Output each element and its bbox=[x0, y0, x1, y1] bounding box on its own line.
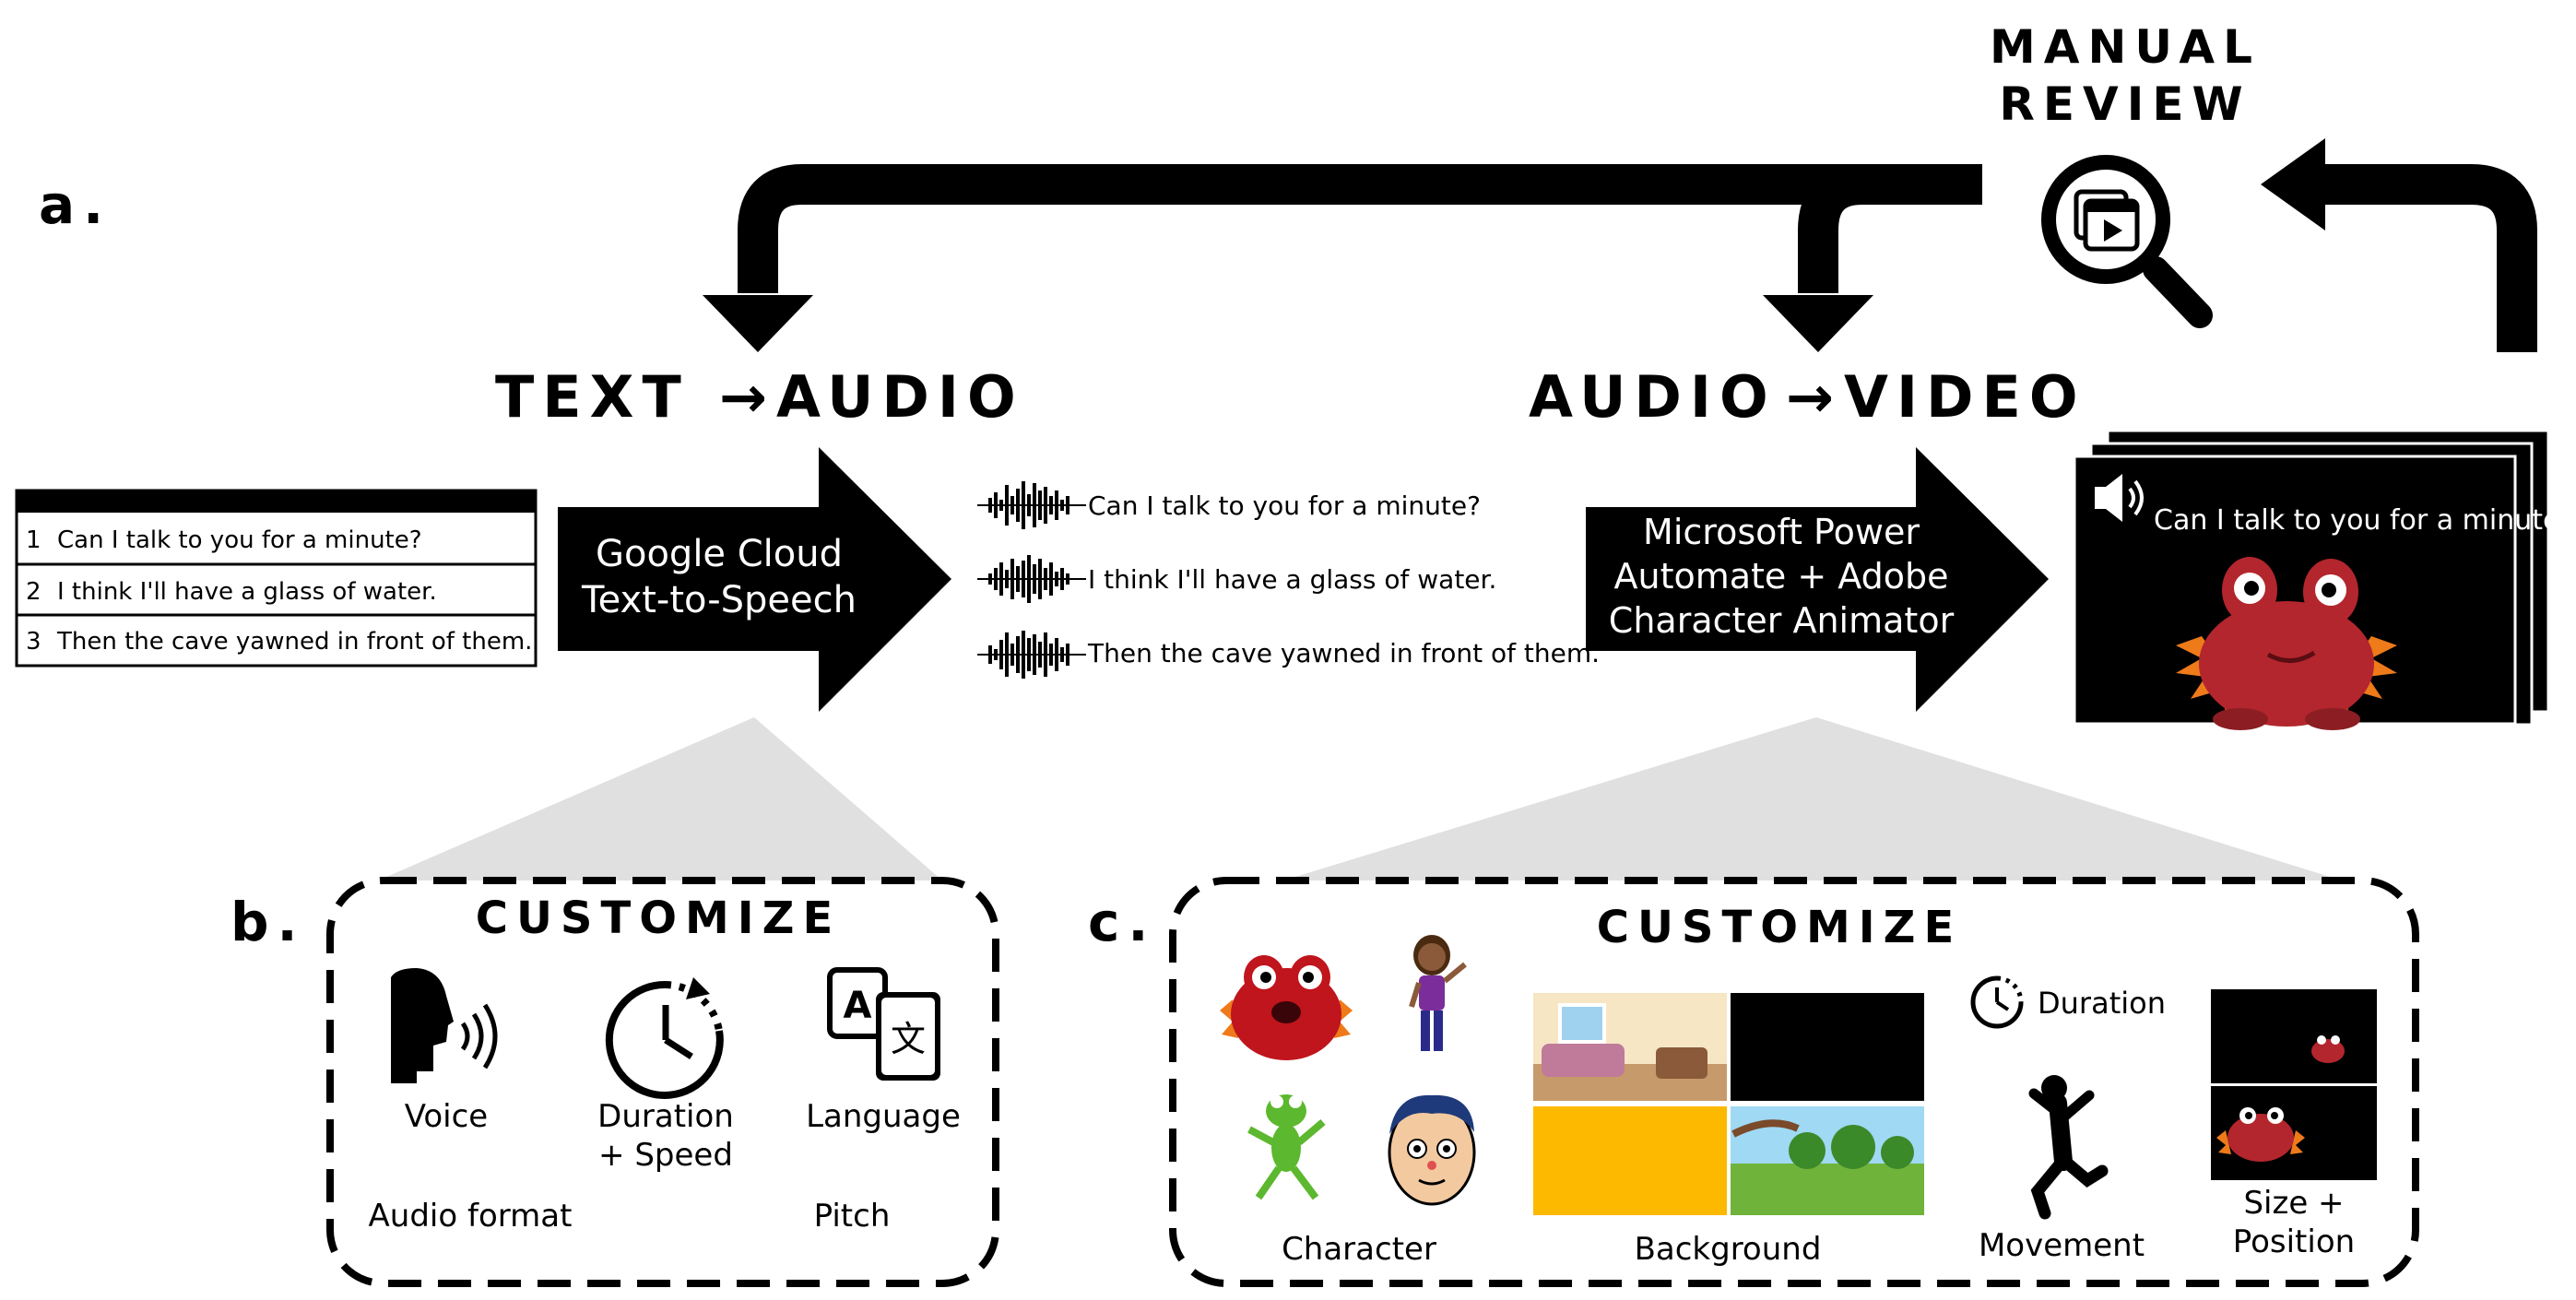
size-label-line1: Size + bbox=[2243, 1185, 2344, 1222]
table-row-num: 2 bbox=[26, 578, 41, 606]
waveform-icon bbox=[977, 555, 1086, 603]
audio-format-label: Audio format bbox=[369, 1198, 573, 1235]
tts-arrow: Google Cloud Text-to-Speech bbox=[558, 447, 951, 712]
duration-label-line2: + Speed bbox=[598, 1137, 733, 1174]
movement-label: Movement bbox=[1979, 1227, 2145, 1264]
pitch-label: Pitch bbox=[814, 1198, 891, 1235]
svg-text:→: → bbox=[1786, 363, 1842, 431]
svg-text:AUDIO: AUDIO bbox=[1529, 363, 1777, 431]
svg-text:VIDEO: VIDEO bbox=[1844, 363, 2086, 431]
clock-dotted-icon bbox=[605, 977, 724, 1099]
audio-clip-text: Then the cave yawned in front of them. bbox=[1087, 638, 1600, 668]
panel-c-label: c. bbox=[1088, 891, 1156, 953]
svg-text:Automate + Adobe: Automate + Adobe bbox=[1613, 556, 1948, 597]
background-yellow bbox=[1533, 1106, 1727, 1215]
character-label: Character bbox=[1282, 1231, 1436, 1268]
panel-b-wedge bbox=[378, 717, 942, 880]
language-label: Language bbox=[806, 1098, 961, 1135]
audio-clip-list: Can I talk to you for a minute? I think … bbox=[977, 481, 1600, 679]
magnifier-video-icon bbox=[2041, 155, 2213, 328]
voice-icon bbox=[391, 968, 498, 1083]
panel-b-title: CUSTOMIZE bbox=[476, 892, 842, 944]
size-label-line2: Position bbox=[2233, 1223, 2355, 1260]
feedback-arrows bbox=[703, 138, 2537, 352]
animate-arrow: Microsoft Power Automate + Adobe Charact… bbox=[1586, 447, 2049, 712]
duration-label-line1: Duration bbox=[597, 1098, 734, 1135]
svg-text:Text-to-Speech: Text-to-Speech bbox=[581, 579, 857, 621]
waveform-icon bbox=[977, 481, 1086, 529]
svg-text:Google Cloud: Google Cloud bbox=[596, 533, 843, 575]
panel-a-label: a. bbox=[39, 173, 112, 236]
size-position-previews bbox=[2211, 989, 2377, 1180]
text-to-audio-heading: TEXT → AUDIO bbox=[495, 363, 1024, 431]
svg-text:A: A bbox=[844, 985, 872, 1027]
frog-character-icon bbox=[1247, 1094, 1326, 1200]
panel-b-label: b. bbox=[230, 891, 306, 953]
background-options bbox=[1533, 993, 1924, 1215]
svg-text:文: 文 bbox=[891, 1019, 926, 1059]
crab-character-icon bbox=[2176, 557, 2397, 730]
panel-c-title: CUSTOMIZE bbox=[1597, 902, 1963, 953]
svg-text:Character Animator: Character Animator bbox=[1609, 600, 1955, 641]
video-output-stack: Can I talk to you for a minute? bbox=[2073, 429, 2574, 730]
voice-label: Voice bbox=[405, 1098, 488, 1135]
monster-character-icon bbox=[1220, 955, 1353, 1060]
svg-text:TEXT: TEXT bbox=[495, 363, 690, 431]
dancing-figure-icon bbox=[2028, 1075, 2109, 1220]
table-row-num: 1 bbox=[26, 526, 41, 554]
sentence-table: 1 Can I talk to you for a minute? 2 I th… bbox=[15, 489, 538, 668]
manual-review-line1: MANUAL bbox=[1990, 20, 2261, 74]
small-clock-icon bbox=[1970, 975, 2024, 1029]
duration-label: Duration bbox=[2038, 986, 2166, 1021]
audio-to-video-heading: AUDIO → VIDEO bbox=[1529, 363, 2086, 431]
table-row-text: Can I talk to you for a minute? bbox=[57, 526, 422, 554]
video-caption: Can I talk to you for a minute? bbox=[2154, 504, 2574, 537]
table-row-text: Then the cave yawned in front of them. bbox=[56, 628, 532, 656]
svg-text:Microsoft Power: Microsoft Power bbox=[1643, 512, 1920, 552]
table-row-text: I think I'll have a glass of water. bbox=[57, 578, 437, 606]
svg-text:AUDIO: AUDIO bbox=[776, 363, 1024, 431]
background-label: Background bbox=[1635, 1231, 1822, 1268]
girl-character-icon bbox=[1409, 935, 1467, 1051]
audio-clip-text: Can I talk to you for a minute? bbox=[1088, 490, 1481, 521]
audio-clip-text: I think I'll have a glass of water. bbox=[1088, 564, 1496, 595]
manual-review-line2: REVIEW bbox=[1999, 77, 2251, 131]
waveform-icon bbox=[977, 631, 1086, 679]
speaker-icon bbox=[2095, 474, 2144, 522]
boy-face-character-icon bbox=[1388, 1094, 1476, 1206]
svg-text:→: → bbox=[719, 363, 775, 431]
panel-c-wedge bbox=[1283, 717, 2342, 880]
table-row-num: 3 bbox=[26, 628, 41, 656]
translate-icon: A 文 bbox=[827, 967, 940, 1081]
